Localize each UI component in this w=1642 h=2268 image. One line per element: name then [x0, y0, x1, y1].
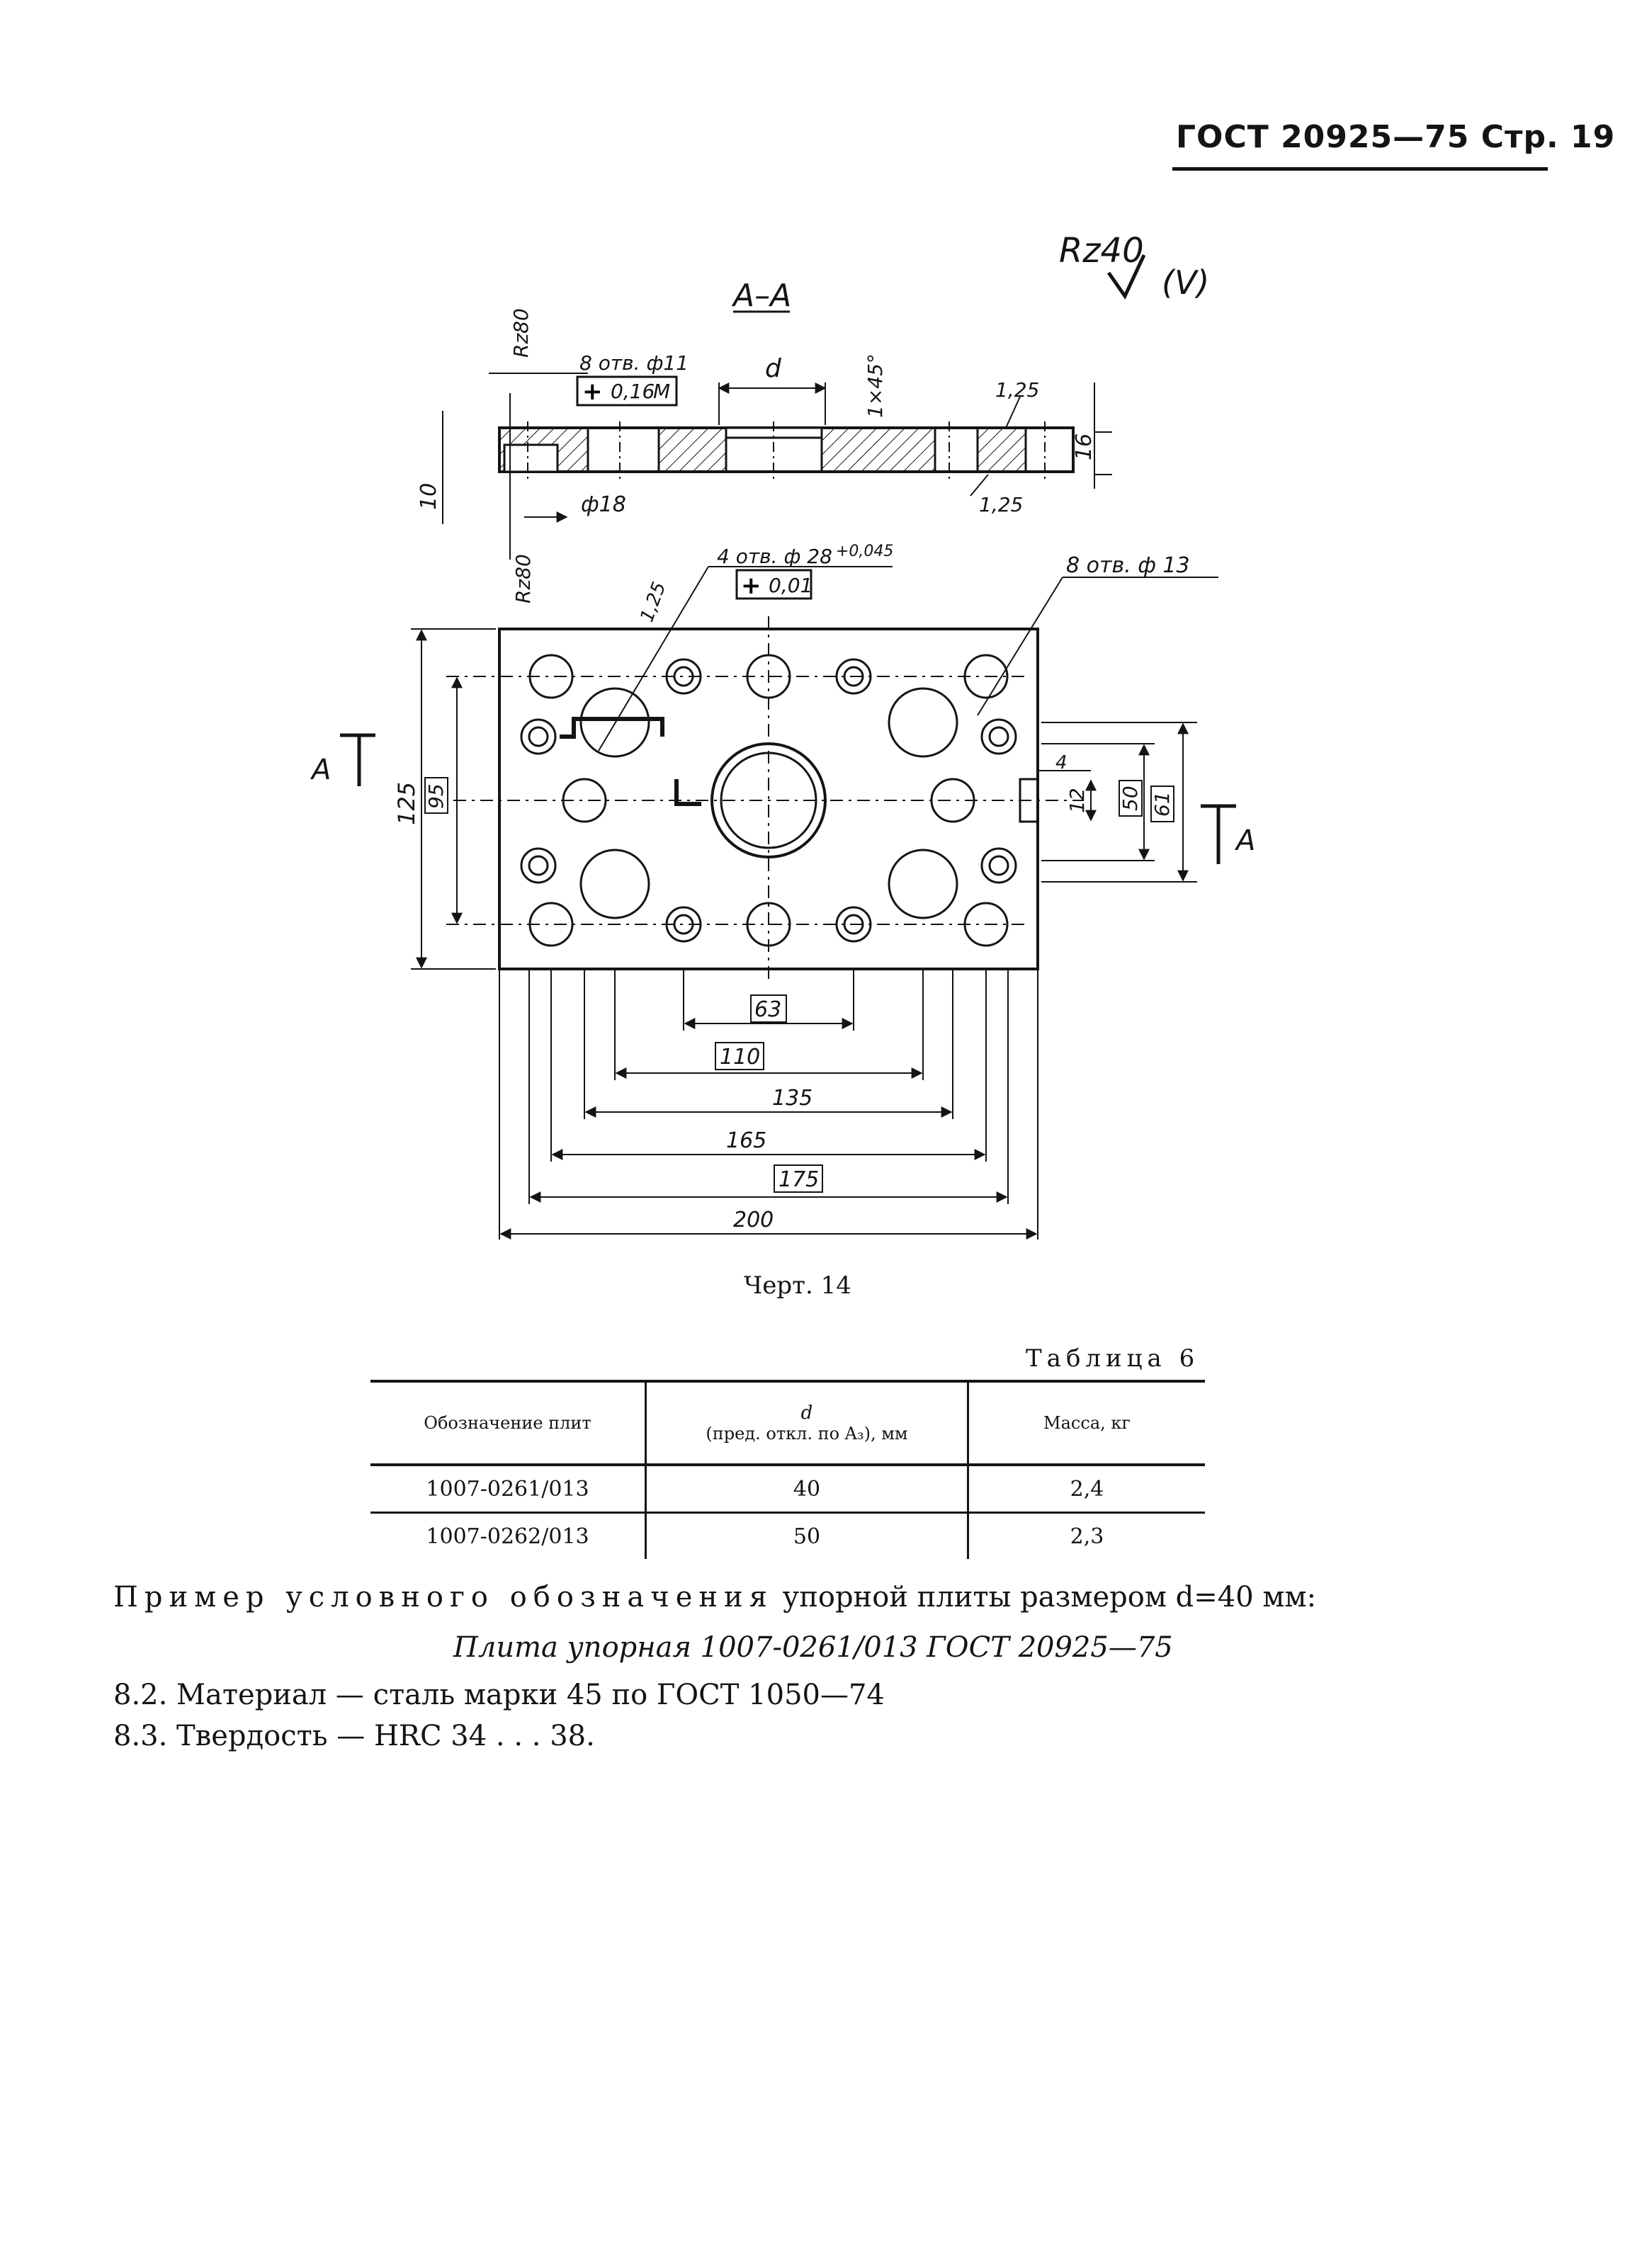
dim-135: 135: [772, 1086, 812, 1111]
dim-d: d: [765, 354, 782, 383]
roughness-check-icon: [1106, 254, 1146, 300]
position-tolerance-frame-2: [735, 569, 812, 600]
holes-8x11-label: 8 отв. ф11: [579, 351, 689, 375]
dim-4: 4: [1055, 752, 1068, 773]
header-designation: Обозначение плит: [370, 1380, 646, 1466]
table-row: 1007-0261/013 40 2,4: [370, 1465, 1205, 1514]
example-rest: упорной плиты размером d=40 мм:: [773, 1581, 1317, 1614]
table-header-row: Обозначение плит d (пред. откл. по A₃), …: [370, 1380, 1205, 1466]
dim-110-frame: [715, 1042, 764, 1070]
section-label: А–А: [731, 278, 791, 314]
dim-95: 95: [424, 783, 448, 809]
dim-61: 61: [1150, 791, 1174, 817]
dim-200: 200: [733, 1208, 774, 1232]
position-tolerance-frame: [576, 375, 678, 407]
header-d-detail: (пред. откл. по A₃), мм: [706, 1424, 908, 1444]
dim-63-frame: [750, 994, 787, 1023]
cell-d: 50: [645, 1512, 968, 1559]
dim-165: 165: [726, 1128, 766, 1153]
figure-caption: Черт. 14: [744, 1271, 851, 1300]
dim-110: 110: [720, 1045, 760, 1070]
example-spaced: Пример условного обозначения: [113, 1581, 774, 1614]
dim-95-frame: [424, 777, 448, 814]
dim-61-frame: [1150, 786, 1174, 822]
section-view: [442, 373, 1112, 560]
section-mark-left: А: [310, 754, 331, 786]
position-cross-icon: +: [582, 378, 603, 406]
dim-50: 50: [1119, 786, 1142, 811]
plan-view: [340, 566, 1236, 1240]
chamfer-label: 1×45°: [864, 353, 887, 418]
dim-10: 10: [417, 483, 441, 510]
cell-mass: 2,4: [967, 1465, 1205, 1514]
dim-50-frame: [1119, 780, 1143, 817]
cell-designation: 1007-0262/013: [426, 1524, 589, 1549]
technical-drawing: А–А Rz40 (V) 8 отв. ф11 + 0,16 M d 1×45°…: [310, 231, 1255, 1240]
section-mark-right: А: [1234, 824, 1255, 857]
holes-8x13-label: 8 отв. ф 13: [1066, 553, 1190, 578]
hardness-line: 8.3. Твердость — HRC 34 . . . 38.: [113, 1720, 595, 1752]
cell-d: 40: [645, 1465, 968, 1514]
rz80-bottom: Rz80: [511, 554, 535, 603]
cell-designation: 1007-0261/013: [370, 1465, 646, 1514]
table-title: Таблица 6: [1026, 1344, 1200, 1373]
header-d: d (пред. откл. по A₃), мм: [645, 1380, 968, 1466]
dim-175: 175: [778, 1167, 819, 1192]
roughness-paren: (V): [1162, 263, 1209, 302]
dim-125: 125: [393, 782, 420, 825]
tolerance-001: 0,01: [769, 574, 812, 597]
cell-mass: 2,3: [967, 1512, 1205, 1559]
dim-12: 12: [1065, 788, 1089, 813]
radius-125-b: 1,25: [979, 493, 1023, 516]
radius-125-c: 1,25: [636, 579, 670, 625]
page-header: ГОСТ 20925—75 Стр. 19: [1176, 119, 1616, 155]
tolerance-016: 0,16: [611, 380, 655, 403]
rz80-top: Rz80: [509, 308, 533, 358]
tolerance-m: M: [653, 380, 670, 403]
dim-16: 16: [1072, 433, 1097, 460]
material-line: 8.2. Материал — сталь марки 45 по ГОСТ 1…: [113, 1679, 885, 1711]
example-paragraph: Пример условного обозначения упорной пли…: [113, 1581, 1316, 1614]
dim-175-frame: [774, 1164, 823, 1193]
header-rule: [1172, 167, 1548, 171]
radius-125-a: 1,25: [995, 378, 1039, 402]
table-row: 1007-0262/013 50 2,3: [370, 1512, 1205, 1559]
roughness-label: Rz40: [1059, 231, 1144, 271]
dia-18: ф18: [581, 492, 626, 517]
example-designation: Плита упорная 1007-0261/013 ГОСТ 20925—7…: [453, 1631, 1173, 1664]
header-d-symbol: d: [800, 1402, 813, 1424]
holes-4x28-label: 4 отв. ф 28: [717, 545, 832, 568]
table-6: Обозначение плит d (пред. откл. по A₃), …: [370, 1380, 1205, 1559]
header-mass: Масса, кг: [967, 1380, 1205, 1466]
dim-63: 63: [754, 997, 781, 1022]
holes-4x28-tolerance: +0,045: [836, 543, 893, 560]
position-cross-icon-2: +: [741, 572, 761, 600]
